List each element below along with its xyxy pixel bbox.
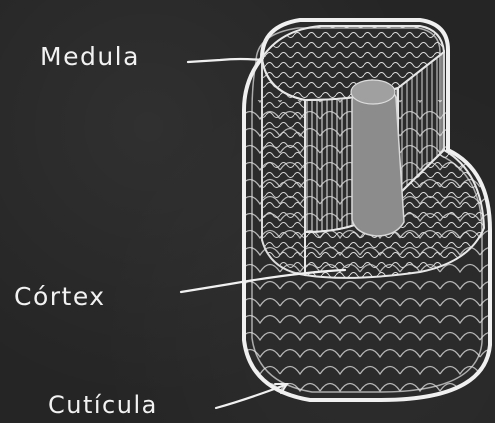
- label-medula: Medula: [40, 42, 140, 71]
- label-cortex: Córtex: [14, 282, 106, 311]
- medula-pointer: [188, 59, 262, 62]
- label-cuticula: Cutícula: [48, 391, 158, 419]
- cuticula-pointer: [216, 385, 285, 408]
- medulla-top: [351, 80, 395, 104]
